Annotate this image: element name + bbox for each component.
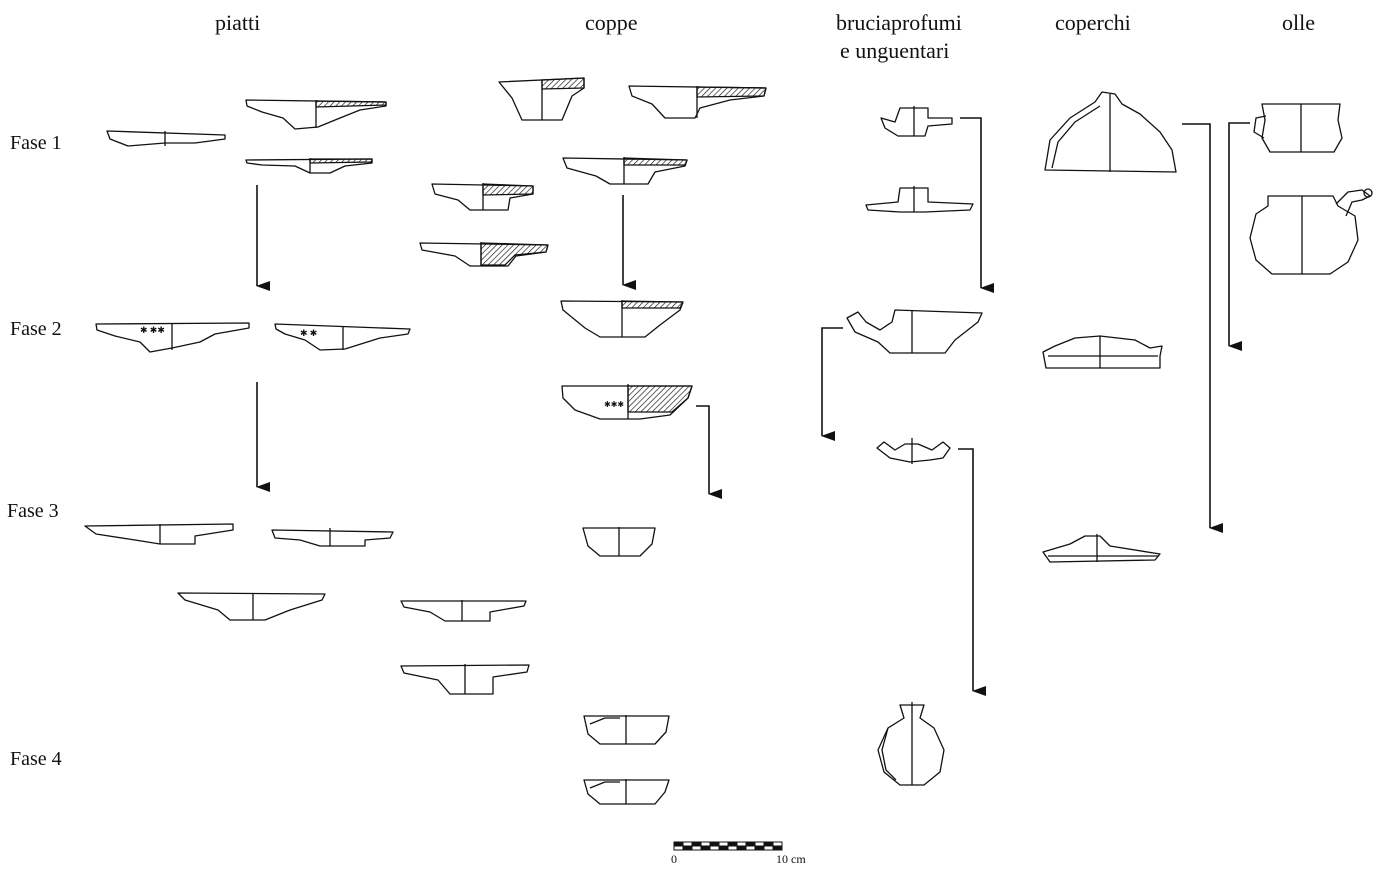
column-heading-coppe: coppe xyxy=(585,10,638,35)
column-heading-unguentari: e unguentari xyxy=(840,38,950,63)
scale-bar xyxy=(673,841,783,851)
phase-label-1: Fase 1 xyxy=(10,132,62,154)
bruciaprofumo-fase2 xyxy=(846,309,983,354)
bruciaprofumo-fase1-a xyxy=(880,106,953,137)
piatto-fase3-c xyxy=(177,592,326,621)
svg-text:✱ ✱: ✱ ✱ xyxy=(300,328,317,338)
piatto-fase1-c xyxy=(245,158,373,174)
piatto-fase3-d xyxy=(400,600,527,622)
piatto-fase3-e xyxy=(400,664,530,695)
svg-text:✱ ✱✱: ✱ ✱✱ xyxy=(140,325,165,335)
coppa-fase4-b xyxy=(583,779,670,805)
coppa-fase1-e xyxy=(419,242,549,267)
bruciaprofumo-fase3 xyxy=(876,438,951,464)
bruciaprofumo-fase1-b xyxy=(865,186,974,213)
coperchio-fase2 xyxy=(1042,335,1163,369)
scale-label-end: 10 cm xyxy=(776,852,806,866)
arrow-bruciaprofumi-3 xyxy=(958,448,986,696)
coperchio-fase1 xyxy=(1044,91,1177,173)
coppa-fase1-a xyxy=(498,77,585,121)
arrow-coperchi-1 xyxy=(1182,123,1223,533)
coppa-fase4-a xyxy=(583,715,670,745)
piatto-fase2-a: ✱ ✱✱ xyxy=(95,322,250,353)
phase-label-3: Fase 3 xyxy=(7,500,59,522)
piatto-fase3-a xyxy=(84,523,234,545)
coppa-fase1-d xyxy=(431,183,534,211)
column-heading-bruciaprofumi: bruciaprofumi xyxy=(836,10,962,35)
piatto-fase1-a xyxy=(106,130,226,147)
phase-label-4: Fase 4 xyxy=(10,748,62,770)
column-heading-olle: olle xyxy=(1282,10,1315,35)
arrow-olle-1 xyxy=(1228,122,1250,351)
arrow-bruciaprofumi-2 xyxy=(821,327,843,441)
coppa-fase1-b xyxy=(628,85,767,119)
coppa-fase3 xyxy=(582,527,656,557)
piatto-fase1-b xyxy=(245,99,387,130)
column-heading-coperchi: coperchi xyxy=(1055,10,1131,35)
arrow-bruciaprofumi-1 xyxy=(960,117,994,293)
svg-text:✱✱✱: ✱✱✱ xyxy=(604,400,624,409)
column-heading-piatti: piatti xyxy=(215,10,261,35)
coppa-fase2-b: ✱✱✱ xyxy=(561,384,693,420)
piatto-fase3-b xyxy=(271,528,394,547)
olla-fase1-a xyxy=(1253,103,1343,153)
unguentario-fase4 xyxy=(877,702,945,786)
olla-fase1-b xyxy=(1249,188,1373,275)
piatto-fase2-b: ✱ ✱ xyxy=(274,323,411,351)
coppa-fase2-a xyxy=(560,300,684,338)
coppa-fase1-c xyxy=(562,157,688,185)
scale-label-start: 0 xyxy=(671,852,677,866)
arrow-coppe-2 xyxy=(696,405,722,499)
coperchio-fase3 xyxy=(1042,534,1161,563)
phase-label-2: Fase 2 xyxy=(10,318,62,340)
